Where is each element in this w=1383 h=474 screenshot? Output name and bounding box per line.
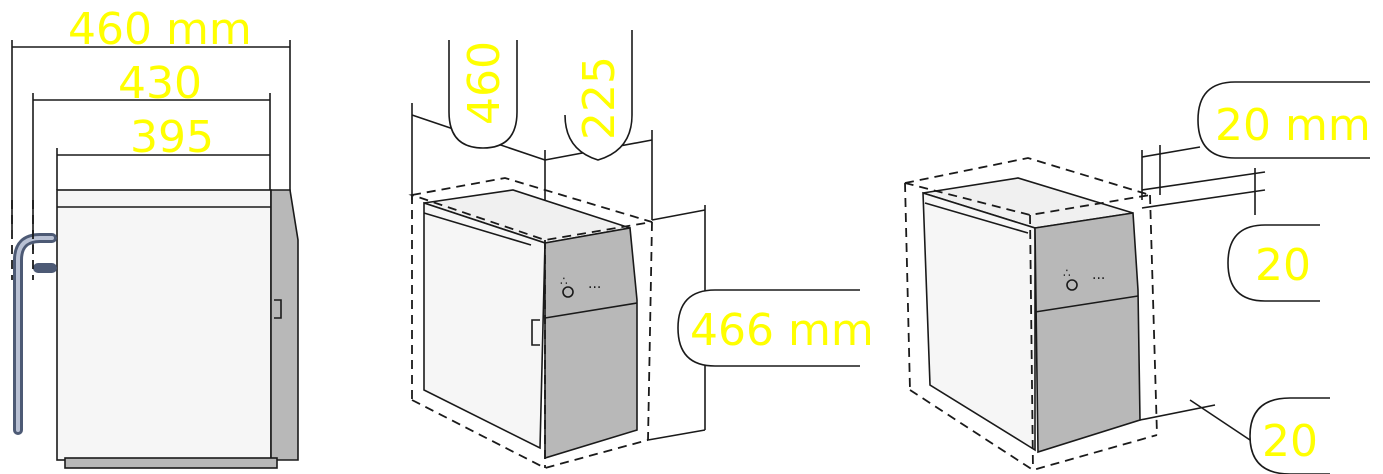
- envelope-bottom: [411, 399, 649, 469]
- bubble-clearance-side: [1227, 224, 1320, 302]
- label-depth-middle: 430: [118, 58, 202, 109]
- appliance-side-2: [922, 191, 1036, 452]
- envelope-bottom-2: [909, 389, 1158, 471]
- appliance-front: [544, 227, 638, 460]
- indicator-lights-icon-2: ···: [1092, 271, 1105, 287]
- label-depth: 460: [459, 41, 510, 125]
- side-view: 460 mm 430 395: [11, 4, 299, 469]
- appliance-side: [423, 201, 546, 450]
- front-panel-split: [544, 302, 638, 319]
- isometric-view-clearances: ∴ ··· 20 mm 20 20: [904, 81, 1371, 474]
- appliance-front-2: [1034, 212, 1141, 454]
- label-height: 466 mm: [690, 305, 874, 356]
- label-clearance-side: 20: [1255, 240, 1311, 291]
- appliance-front-panel: [270, 189, 299, 461]
- label-clearance-top: 20 mm: [1215, 100, 1371, 151]
- side-handle: [531, 319, 540, 346]
- bubble-clearance-top: [1197, 81, 1370, 159]
- bubble-width: [564, 30, 633, 161]
- svg-text:∴: ∴: [1063, 266, 1071, 280]
- door-handle: [274, 299, 282, 319]
- bubble-depth: [448, 40, 518, 149]
- appliance-body-side: [56, 189, 272, 461]
- control-knob-icon: [562, 286, 574, 298]
- bubble-clearance-bottom: [1249, 397, 1330, 474]
- label-width: 225: [574, 56, 625, 140]
- isometric-view-dimensions: ∴ ··· 460 225 466 mm: [408, 30, 874, 469]
- bubble-height: [677, 289, 860, 367]
- control-knob-icon-2: [1066, 279, 1078, 291]
- label-depth-inner: 395: [130, 112, 214, 163]
- indicator-lights-icon: ···: [588, 280, 601, 296]
- label-depth-total: 460 mm: [68, 4, 252, 55]
- svg-text:∴: ∴: [560, 274, 568, 288]
- label-clearance-bottom: 20: [1262, 416, 1318, 467]
- appliance-base: [64, 457, 278, 469]
- envelope-top-2: [904, 157, 1151, 216]
